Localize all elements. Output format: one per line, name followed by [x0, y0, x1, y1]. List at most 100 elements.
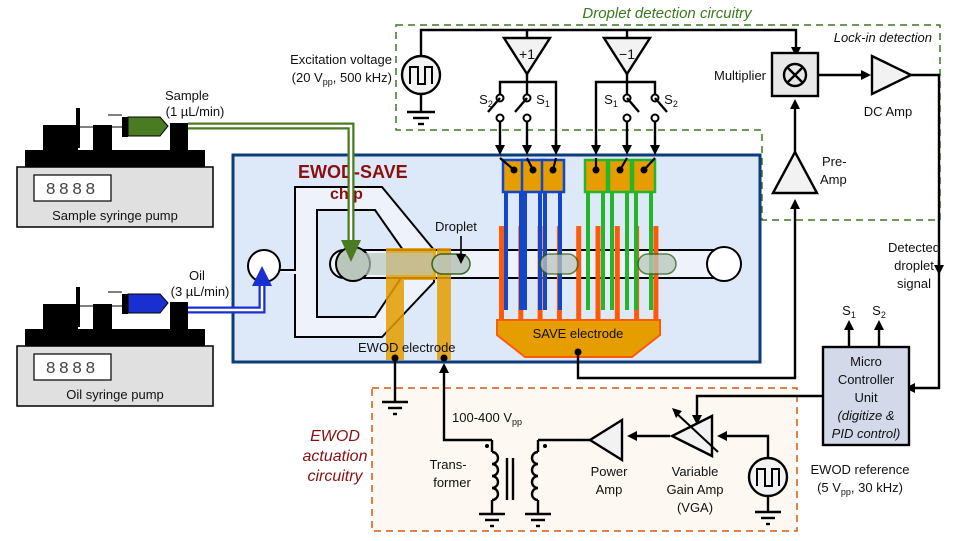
- voltage-range-label: 100-400 Vpp: [452, 410, 522, 427]
- detected-label-line3: signal: [897, 276, 931, 291]
- outlet: [706, 246, 742, 282]
- mcu-output-s2: S2: [872, 303, 886, 320]
- detection-border: [395, 24, 941, 221]
- excitation-label-line1: Excitation voltage: [290, 52, 392, 67]
- vga-label-line1: Variable: [672, 464, 719, 479]
- actuation-title-line1: EWOD: [310, 428, 360, 445]
- sample-fluid-label: Sample: [165, 88, 209, 103]
- ground-icon: [755, 510, 781, 526]
- switch-label: S1: [536, 92, 550, 109]
- actuation-title-line3: circuitry: [307, 468, 363, 485]
- sense-tine: [586, 190, 590, 310]
- mcu-label-line4: (digitize &: [837, 408, 894, 423]
- preamp-label-line2: Amp: [820, 172, 847, 187]
- oil-syringe-pump: 8888 Oil syringe pump Oil (3 µL/min): [16, 268, 230, 407]
- variable-gain-amp: [669, 414, 714, 458]
- buffer-minus-one: −1: [601, 30, 653, 77]
- ground-icon: [407, 110, 435, 126]
- sample-tubing: [188, 122, 361, 262]
- mcu-output-s1: S1: [842, 303, 856, 320]
- excitation-label-line2: (20 Vpp, 500 kHz): [292, 70, 392, 87]
- droplet: [431, 253, 471, 275]
- reference-label-line2: (5 Vpp, 30 kHz): [817, 480, 903, 497]
- actuation-chain: 100-400 Vpp Trans- former Power Amp: [382, 358, 910, 528]
- mcu-label-line1: Micro: [850, 354, 882, 369]
- buffer-plus-one: +1: [501, 30, 553, 77]
- sense-tine: [610, 190, 614, 310]
- square-wave-source-icon: [747, 456, 789, 498]
- detected-label-line2: droplet: [894, 258, 934, 273]
- sense-tine: [538, 190, 542, 310]
- mcu-label-line2: Controller: [838, 372, 895, 387]
- chip-title-line2: chip: [330, 186, 363, 203]
- dc-amp: [870, 54, 914, 96]
- pump-display-digits: 8888: [46, 181, 99, 200]
- oil-tubing: [188, 266, 272, 314]
- mcu-label-line5: PID control): [832, 426, 901, 441]
- power-amp-label-line1: Power: [591, 464, 629, 479]
- detection-section-title: Droplet detection circuitry: [582, 5, 753, 22]
- lock-in-detection: Multiplier DC Amp Detected droplet signa…: [576, 51, 944, 393]
- sense-pad: [631, 158, 657, 194]
- actuation-title-line2: actuation: [303, 448, 368, 465]
- switch-label: S1: [604, 92, 618, 109]
- sense-tine: [601, 190, 605, 310]
- dc-amp-label: DC Amp: [864, 104, 912, 119]
- sense-tine: [519, 190, 523, 310]
- droplet-detection-section: Droplet detection circuitry Lock-in dete…: [395, 5, 941, 221]
- switch-label: S2: [479, 92, 493, 109]
- reference-label-line1: EWOD reference: [811, 462, 910, 477]
- sense-pad: [520, 158, 546, 194]
- sense-tine: [649, 190, 653, 310]
- sense-tine: [504, 190, 508, 310]
- droplet: [637, 253, 677, 275]
- droplet: [539, 253, 579, 275]
- sample-pump-label: Sample syringe pump: [52, 208, 178, 223]
- droplets: [431, 253, 677, 275]
- droplet-label: Droplet: [435, 219, 477, 234]
- sense-tine: [558, 190, 562, 310]
- save-finger: [614, 226, 620, 321]
- pump-display: [33, 174, 112, 202]
- ewod-actuation-section: EWOD actuation circuitry: [303, 387, 798, 532]
- buffer-plus-label: +1: [519, 46, 535, 62]
- sense-tine: [523, 190, 527, 310]
- excitation-source: Excitation voltage (20 Vpp, 500 kHz): [290, 28, 801, 126]
- sense-pad: [607, 158, 633, 194]
- switch-network: S2 S1 S1 S2: [479, 74, 678, 171]
- sense-tine: [625, 190, 629, 310]
- pump-display-digits: 8888: [46, 360, 99, 379]
- square-wave-source-icon: [400, 54, 442, 96]
- mcu-label-line3: Unit: [854, 390, 878, 405]
- lockin-title: Lock-in detection: [834, 30, 932, 45]
- oil-fluid-label: Oil: [189, 268, 205, 283]
- switch-label: S2: [664, 92, 678, 109]
- vga-label-line3: (VGA): [677, 500, 713, 515]
- save-finger: [499, 226, 504, 321]
- transformer-label-line1: Trans-: [429, 457, 466, 472]
- ground-icon: [382, 400, 408, 416]
- ewod-electrode-label: EWOD electrode: [358, 340, 456, 355]
- ewod-save-chip: SAVE electrode EWOD-SAVE chip Droplet EW…: [231, 153, 762, 364]
- sense-tine: [543, 190, 547, 310]
- transformer-icon: [479, 440, 551, 528]
- micro-controller-unit: Micro Controller Unit (digitize & PID co…: [692, 303, 911, 447]
- save-electrode-label: SAVE electrode: [533, 326, 624, 341]
- sample-rate-label: (1 µL/min): [166, 104, 225, 119]
- vga-label-line2: Gain Amp: [666, 482, 723, 497]
- oil-rate-label: (3 µL/min): [171, 284, 230, 299]
- transformer-label-line2: former: [433, 475, 471, 490]
- multiplier-label: Multiplier: [714, 68, 767, 83]
- preamp-label-line1: Pre-: [822, 154, 847, 169]
- save-finger: [595, 226, 601, 321]
- pre-amp: [770, 149, 820, 195]
- oil-pump-label: Oil syringe pump: [66, 387, 164, 402]
- sense-pad: [540, 158, 566, 194]
- detected-label-line1: Detected: [888, 240, 940, 255]
- pump-display: [33, 353, 112, 381]
- power-amp: [587, 417, 624, 463]
- save-finger: [576, 226, 582, 321]
- sense-tine: [634, 190, 638, 310]
- sensing-electrodes: [501, 158, 657, 310]
